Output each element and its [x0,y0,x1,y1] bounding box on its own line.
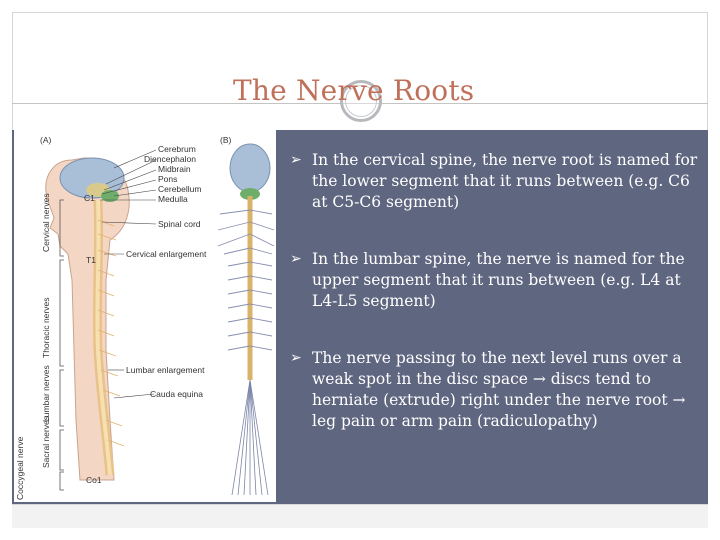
nerves-b [217,209,275,351]
cerebellum-b [240,188,260,200]
region-lumbar: Lumbar nerves [41,365,51,422]
bullet-list: ➢ In the cervical spine, the nerve root … [290,150,700,468]
bullet-text: In the cervical spine, the nerve root is… [312,151,698,211]
label-c1: C1 [84,193,95,203]
cauda-equina-b [231,379,269,496]
label-cauda-equina: Cauda equina [150,389,203,399]
label-cerebellum: Cerebellum [158,184,202,194]
label-cerebrum: Cerebrum [158,144,196,154]
spinal-cord-a [95,199,112,476]
label-pons: Pons [158,174,178,184]
footer-bar [12,504,708,528]
spinal-nerves-illustration [45,143,275,496]
nerves-a [97,219,125,447]
bullet-text: In the lumbar spine, the nerve is named … [312,250,685,310]
leader-lines [100,149,157,399]
label-cervical-enlargement: Cervical enlargement [126,249,207,259]
region-brackets [59,199,64,491]
region-sacral: Sacral nerves [41,416,51,468]
brain-b [229,143,271,193]
bullet-item: ➢ In the lumbar spine, the nerve is name… [290,249,700,312]
label-diencephalon: Diencephalon [144,154,196,164]
label-lumbar-enlargement: Lumbar enlargement [126,365,205,375]
bullet-item: ➢ In the cervical spine, the nerve root … [290,150,700,213]
arrow-bullet-icon: ➢ [290,152,302,168]
region-thoracic: Thoracic nerves [41,297,51,358]
slide-title: The Nerve Roots [233,74,475,107]
bullet-text: The nerve passing to the next level runs… [312,349,686,430]
region-cervical: Cervical nerves [41,193,51,252]
body-silhouette [45,157,130,481]
panel-b-label: (B) [220,135,232,145]
arrow-bullet-icon: ➢ [290,251,302,267]
bullet-item: ➢ The nerve passing to the next level ru… [290,348,700,432]
label-spinal-cord: Spinal cord [158,219,201,229]
label-t1: T1 [86,255,96,265]
region-coccygeal: Coccygeal nerve [15,436,25,500]
label-co1: Co1 [86,475,102,485]
title-ring-ornament-inner [345,85,377,117]
label-midbrain: Midbrain [158,164,191,174]
arrow-bullet-icon: ➢ [290,350,302,366]
label-medulla: Medulla [158,194,188,204]
spinal-nerves-figure: (A) (B) Cerebrum Diencephalon Midbrain P… [14,130,276,502]
panel-a-label: (A) [40,135,52,145]
